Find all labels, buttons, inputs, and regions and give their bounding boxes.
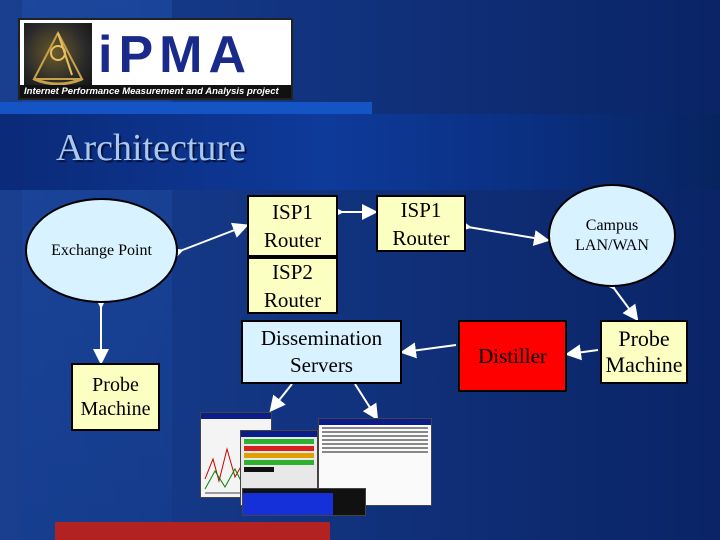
- distiller-label: Distiller: [478, 343, 547, 368]
- probe-machine-left: Probe Machine: [71, 363, 160, 431]
- arrow-exchange-isp: [165, 222, 249, 263]
- dissem-line1: Dissemination: [260, 326, 383, 350]
- isp1-right-line1: ISP1: [400, 197, 442, 222]
- isp2-router: ISP2 Router: [247, 257, 338, 314]
- decor-bar-top: [0, 102, 372, 116]
- logo-subtitle: Internet Performance Measurement and Ana…: [20, 85, 291, 98]
- distiller-node: Distiller: [458, 320, 567, 392]
- probe-left-line1: Probe: [92, 374, 139, 396]
- dissem-line2: Servers: [290, 353, 353, 377]
- campus-label-line1: Campus: [585, 216, 639, 234]
- probe-machine-right: Probe Machine: [600, 320, 688, 384]
- decor-bar-bottom: [55, 522, 330, 540]
- isp1-right-line2: Router: [392, 225, 450, 250]
- dissemination-servers: Dissemination Servers: [241, 320, 402, 384]
- probe-left-line2: Machine: [80, 398, 151, 420]
- campus-label-line2: LAN/WAN: [575, 236, 649, 254]
- title-band: [0, 114, 720, 190]
- sextant-icon: [24, 23, 92, 89]
- arrow-dissem-screen-left: [269, 383, 293, 413]
- isp1-left-line1: ISP1: [272, 200, 313, 224]
- isp1-router-right: ISP1 Router: [376, 195, 466, 252]
- screenshot-table-window: [318, 418, 432, 506]
- screenshot-collage: [200, 410, 440, 520]
- screenshot-bar-window: [242, 488, 366, 516]
- arrow-isp-campus: [454, 217, 550, 246]
- isp1-router-left: ISP1 Router: [247, 195, 338, 257]
- isp1-left-line2: Router: [263, 228, 322, 252]
- isp2-line1: ISP2: [272, 259, 313, 284]
- campus-lan-wan-node: Campus LAN/WAN: [548, 184, 676, 287]
- arrow-campus-probe: [599, 272, 639, 322]
- ipma-logo: iPMA Internet Performance Measurement an…: [18, 18, 293, 100]
- logo-wordmark: iPMA: [98, 26, 252, 84]
- arrow-dissem-screen-right: [354, 383, 379, 421]
- isp2-line2: Router: [263, 287, 322, 312]
- arrow-probe-distiller: [565, 344, 599, 361]
- exchange-point-node: Exchange Point: [25, 198, 178, 303]
- slide-title: Architecture: [56, 127, 246, 169]
- probe-right-line2: Machine: [605, 352, 683, 377]
- probe-right-line1: Probe: [618, 326, 670, 351]
- arrow-distiller-dissem: [400, 342, 457, 359]
- exchange-point-label: Exchange Point: [51, 241, 152, 259]
